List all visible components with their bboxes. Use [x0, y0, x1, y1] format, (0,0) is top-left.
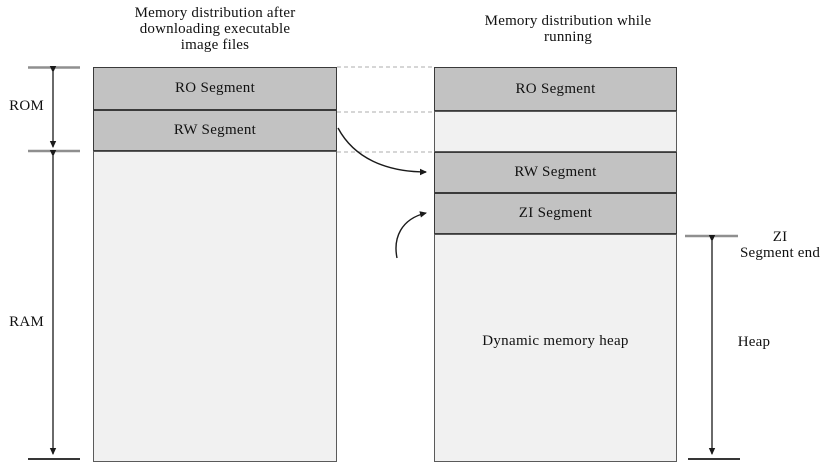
left-rw-segment-label: RW Segment — [173, 122, 257, 138]
right-ro-segment-label: RO Segment — [515, 80, 596, 97]
right-column-title: Memory distribution while running — [448, 13, 688, 45]
zi-segment-end-line1: ZI — [772, 229, 788, 245]
heap-extent-label: Heap — [737, 334, 771, 350]
right-rw-segment-label: RW Segment — [514, 164, 597, 180]
right-title-line2: running — [543, 29, 593, 45]
ram-bracket-label: RAM — [9, 314, 44, 330]
right-heap-area: Dynamic memory heap — [434, 234, 677, 462]
zi-init-arrow — [395, 211, 427, 259]
left-ro-segment-label: RO Segment — [174, 80, 256, 96]
rom-bracket-label: ROM — [9, 98, 44, 114]
right-ro-segment: RO Segment — [434, 67, 677, 111]
right-zi-segment: ZI Segment — [434, 193, 677, 234]
right-rw-segment: RW Segment — [434, 152, 677, 193]
right-gap-area — [434, 111, 677, 152]
left-title-line3: image files — [180, 37, 250, 53]
left-title-line1: Memory distribution after — [134, 5, 296, 21]
rw-copy-arrow — [337, 127, 427, 176]
left-ro-segment: RO Segment — [93, 67, 337, 110]
heap-area-label: Dynamic memory heap — [482, 332, 629, 349]
right-title-line1: Memory distribution while — [484, 13, 652, 29]
left-title-line2: downloading executable — [139, 21, 291, 37]
left-column-title: Memory distribution after downloading ex… — [95, 5, 335, 53]
left-unused-ram-area — [93, 151, 337, 462]
zi-segment-end-label: ZI Segment end — [735, 229, 825, 261]
right-zi-segment-label: ZI Segment — [518, 205, 593, 221]
left-rw-segment: RW Segment — [93, 110, 337, 151]
zi-segment-end-line2: Segment end — [739, 244, 821, 261]
